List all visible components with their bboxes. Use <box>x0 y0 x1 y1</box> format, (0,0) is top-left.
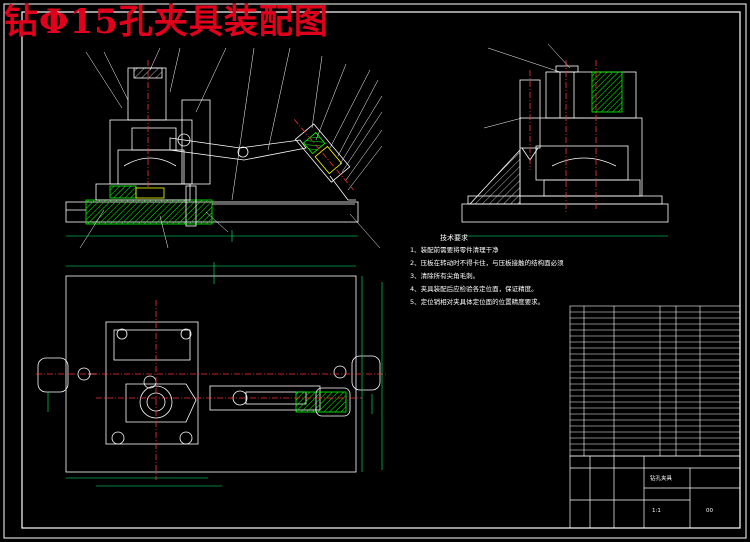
side-view <box>461 43 669 237</box>
title-block-scale: 1:1 <box>652 508 661 514</box>
title-block-sheet: 00 <box>706 508 713 514</box>
technical-requirements-heading: 技术要求 <box>440 234 468 242</box>
requirement-item: 5、定位销相对夹具体定位面的位置精度要求。 <box>410 298 545 306</box>
requirement-item: 3、清除所有尖角毛刺。 <box>410 272 480 280</box>
requirement-item: 1、装配前需要将零件清理干净 <box>410 246 499 254</box>
requirement-item: 4、夹具装配后应检验各定位面，保证精度。 <box>410 285 538 293</box>
drawing-title: 钻Φ15孔夹具装配图 <box>4 2 329 42</box>
requirement-item: 2、压板在转动时不得卡住，与压板接触的结构面必须 <box>410 259 564 267</box>
top-view <box>36 262 388 487</box>
drawing-frame <box>3 3 747 539</box>
front-view <box>65 47 383 249</box>
title-block-designation: 钻孔夹具 <box>650 476 673 482</box>
title-block <box>569 455 741 529</box>
parts-list <box>569 305 741 457</box>
